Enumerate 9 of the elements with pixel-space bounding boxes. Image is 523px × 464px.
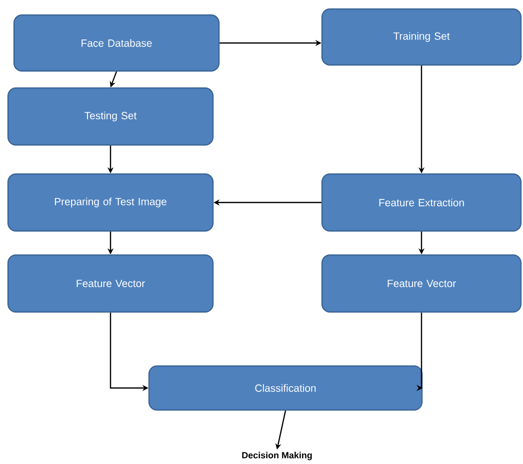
process-box: Feature Vector: [7, 254, 214, 313]
process-box: Feature Extraction: [321, 173, 522, 232]
process-box: Face Database: [13, 14, 220, 72]
process-box: Classification: [148, 365, 423, 411]
process-box: Testing Set: [7, 87, 214, 146]
result-label: Decision Making: [242, 452, 312, 460]
process-box: Feature Vector: [321, 254, 522, 313]
process-box: Preparing of Test Image: [7, 173, 214, 232]
process-box: Training Set: [321, 8, 522, 66]
